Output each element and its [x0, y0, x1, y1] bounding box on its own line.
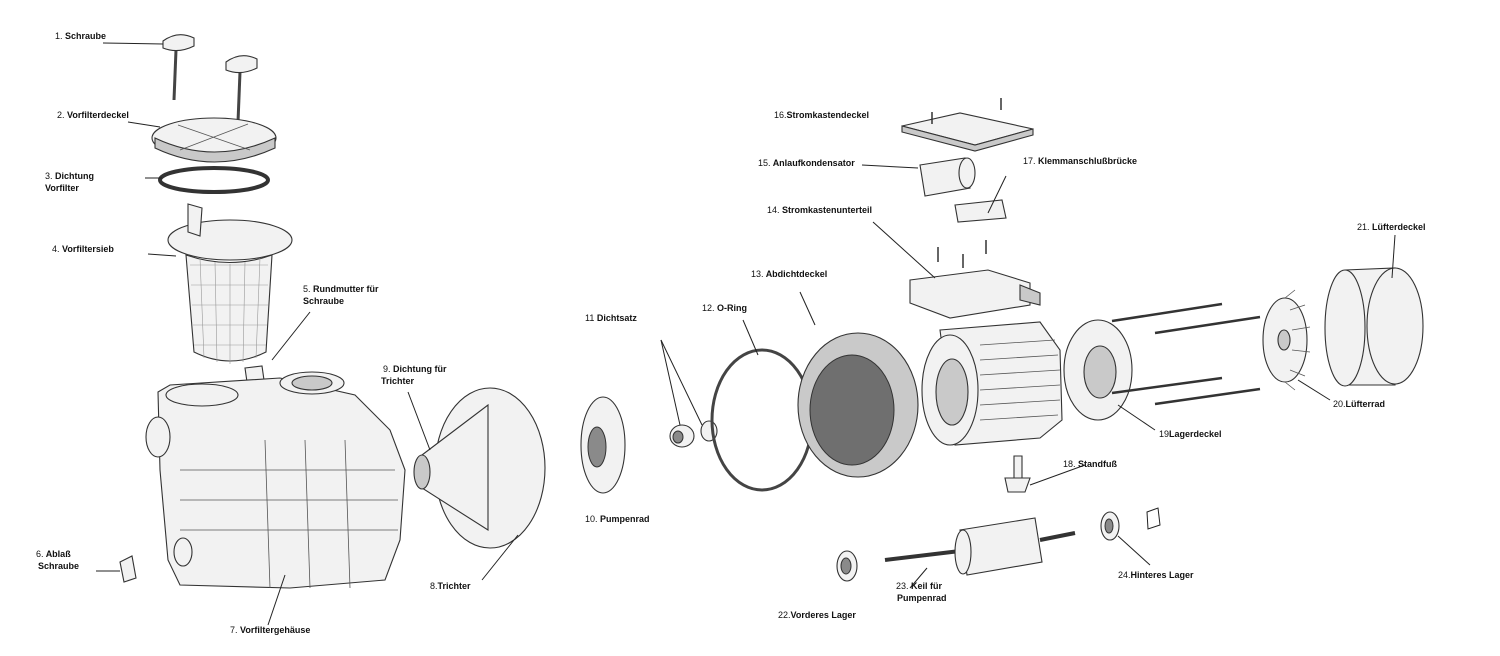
part-bearing-cover [1063, 319, 1133, 421]
label-shaft-key-2: Pumpenrad [897, 593, 947, 603]
part-prefilter-basket [167, 203, 293, 364]
part-junction-box-base [909, 240, 1041, 319]
part-rotor-shaft [884, 517, 1076, 576]
part-seal-set [669, 420, 718, 448]
label-prefilter-housing: 7. Vorfiltergehäuse [230, 625, 311, 635]
label-sealing-cover: 13. Abdichtdeckel [751, 269, 828, 279]
label-prefilter-gasket-2: Vorfilter [45, 183, 79, 193]
label-fan-cover: 21. Lüfterdeckel [1357, 222, 1426, 232]
part-rear-bearing [1100, 507, 1161, 541]
label-funnel-gasket: 9. Dichtung für [383, 364, 447, 374]
label-screw: 1. Schraube [55, 31, 107, 41]
label-round-nut-2: Schraube [303, 296, 345, 306]
part-front-bearing [836, 550, 858, 582]
label-junction-box-cover: 16.Stromkastendeckel [774, 110, 870, 120]
part-drain-screw [119, 555, 137, 583]
part-tie-rods [1111, 302, 1261, 406]
label-shaft-key: 23. Keil für [896, 581, 943, 591]
part-motor-housing [921, 321, 1063, 446]
part-o-ring [710, 348, 814, 492]
part-stand-foot [1004, 455, 1031, 493]
label-start-capacitor: 15. Anlaufkondensator [758, 158, 855, 168]
label-prefilter-cover: 2. Vorfilterdeckel [57, 110, 129, 120]
label-prefilter-gasket: 3. Dichtung [45, 171, 95, 181]
label-funnel: 8.Trichter [430, 581, 471, 591]
label-seal-set: 11 Dichtsatz [585, 313, 637, 323]
label-o-ring: 12. O-Ring [702, 303, 748, 313]
label-front-bearing: 22.Vorderes Lager [778, 610, 856, 620]
label-funnel-gasket-2: Trichter [381, 376, 415, 386]
label-drain-screw-2: Schraube [38, 561, 80, 571]
part-terminal-bridge [954, 199, 1007, 223]
part-screw [162, 34, 258, 123]
label-impeller: 10. Pumpenrad [585, 514, 650, 524]
label-stand-foot: 18. Standfuß [1063, 459, 1118, 469]
part-fan-wheel [1262, 289, 1311, 391]
label-bearing-cover: 19Lagerdeckel [1159, 429, 1222, 439]
label-rear-bearing: 24.Hinteres Lager [1118, 570, 1194, 580]
part-sealing-cover [797, 332, 919, 478]
label-junction-box-base: 14. Stromkastenunterteil [767, 205, 873, 215]
part-prefilter-cover [151, 117, 277, 163]
part-prefilter-gasket [158, 166, 270, 194]
part-prefilter-housing [145, 371, 406, 589]
part-start-capacitor [919, 157, 976, 197]
label-drain-screw: 6. Ablaß [36, 549, 71, 559]
leader-lines [96, 42, 1396, 626]
label-round-nut: 5. Rundmutter für [303, 284, 379, 294]
part-junction-box-cover [901, 98, 1034, 152]
label-terminal-bridge: 17. Klemmanschlußbrücke [1023, 156, 1138, 166]
part-funnel [413, 387, 546, 549]
label-fan-wheel: 20.Lüfterrad [1333, 399, 1386, 409]
label-prefilter-basket: 4. Vorfiltersieb [52, 244, 114, 254]
part-fan-cover [1324, 267, 1424, 387]
part-impeller [580, 396, 626, 494]
